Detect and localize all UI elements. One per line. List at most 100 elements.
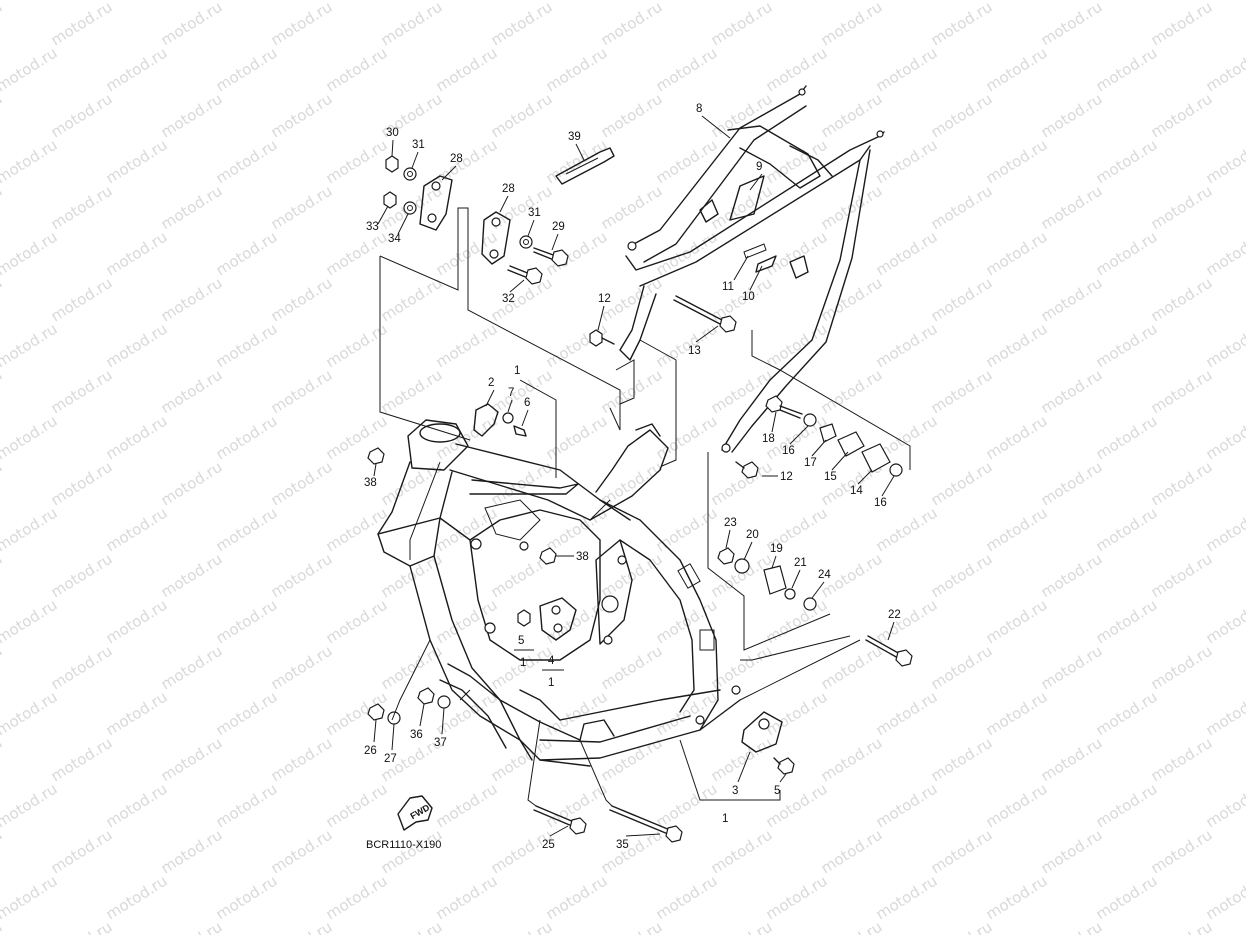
watermark-text: motod.ru [213, 136, 281, 188]
watermark-text: motod.ru [103, 228, 171, 280]
callout-layer: 30 31 28 33 34 39 28 31 29 32 8 9 11 10 … [364, 103, 901, 851]
watermark-text: motod.ru [103, 44, 171, 96]
watermark-text: motod.ru [1038, 366, 1106, 418]
watermark-text: motod.ru [763, 320, 831, 372]
watermark-text: motod.ru [928, 734, 996, 786]
callout-22: 22 [888, 609, 901, 621]
watermark-text: motod.ru [1203, 320, 1246, 372]
watermark-text: motod.ru [928, 274, 996, 326]
callout-8: 8 [696, 103, 702, 115]
small-parts [367, 147, 913, 843]
callout-38: 38 [364, 477, 377, 489]
watermark-text: motod.ru [488, 826, 556, 878]
watermark-text: motod.ru [1203, 872, 1246, 924]
watermark-text: motod.ru [983, 320, 1051, 372]
watermark-text: motod.ru [0, 366, 5, 418]
watermark-text: motod.ru [983, 780, 1051, 832]
callout-21: 21 [794, 557, 807, 569]
watermark-text: motod.ru [378, 826, 446, 878]
watermark-text: motod.ru [928, 182, 996, 234]
watermark-text: motod.ru [818, 274, 886, 326]
watermark-text: motod.ru [48, 0, 116, 49]
watermark-text: motod.ru [983, 412, 1051, 464]
watermark-text: motod.ru [543, 228, 611, 280]
watermark-text: motod.ru [268, 458, 336, 510]
watermark-text: motod.ru [213, 872, 281, 924]
watermark-text: motod.ru [433, 504, 501, 556]
watermark-text: motod.ru [158, 182, 226, 234]
watermark-text: motod.ru [433, 44, 501, 96]
watermark-text: motod.ru [873, 596, 941, 648]
watermark-text: motod.ru [543, 44, 611, 96]
watermark-text: motod.ru [543, 872, 611, 924]
watermark-text: motod.ru [1093, 44, 1161, 96]
watermark-text: motod.ru [1203, 688, 1246, 740]
watermark-text: motod.ru [378, 642, 446, 694]
watermark-text: motod.ru [48, 734, 116, 786]
callout-4: 4 [548, 655, 555, 667]
callout-1: 1 [722, 813, 728, 825]
watermark-text: motod.ru [983, 0, 1051, 3]
watermark-text: motod.ru [653, 136, 721, 188]
callout-13: 13 [688, 345, 701, 357]
callout-1: 1 [520, 657, 526, 669]
watermark-text: motod.ru [598, 918, 666, 935]
watermark-text: motod.ru [268, 90, 336, 142]
watermark-text: motod.ru [543, 0, 611, 3]
callout-32: 32 [502, 293, 515, 305]
watermark-text: motod.ru [268, 550, 336, 602]
watermark-text: motod.ru [983, 872, 1051, 924]
watermark-text: motod.ru [598, 550, 666, 602]
watermark-text: motod.ru [0, 0, 5, 49]
watermark-text: motod.ru [488, 918, 556, 935]
callout-27: 27 [384, 753, 397, 765]
watermark-text: motod.ru [378, 0, 446, 49]
watermark-text: motod.ru [0, 458, 5, 510]
watermark-text: motod.ru [48, 826, 116, 878]
watermark-text: motod.ru [323, 44, 391, 96]
watermark-text: motod.ru [873, 228, 941, 280]
rear-subframe [619, 85, 885, 453]
watermark-text: motod.ru [158, 0, 226, 49]
watermark-text: motod.ru [378, 918, 446, 935]
watermark-text: motod.ru [983, 228, 1051, 280]
watermark-text: motod.ru [213, 688, 281, 740]
watermark-text: motod.ru [983, 596, 1051, 648]
watermark-text: motod.ru [488, 0, 556, 49]
watermark-text: motod.ru [1148, 90, 1216, 142]
watermark-text: motod.ru [598, 642, 666, 694]
diagram-code: BCR1110-X190 [366, 839, 441, 851]
watermark-text: motod.ru [488, 366, 556, 418]
watermark-text: motod.ru [873, 0, 941, 3]
callout-35: 35 [616, 839, 629, 851]
watermark-text: motod.ru [1093, 228, 1161, 280]
watermark-text: motod.ru [103, 412, 171, 464]
watermark-text: motod.ru [983, 688, 1051, 740]
watermark-text: motod.ru [1038, 90, 1106, 142]
watermark-text: motod.ru [1093, 412, 1161, 464]
watermark-text: motod.ru [1148, 550, 1216, 602]
watermark-text: motod.ru [763, 872, 831, 924]
callout-16: 16 [874, 497, 887, 509]
watermark-text: motod.ru [928, 0, 996, 49]
watermark-text: motod.ru [103, 504, 171, 556]
watermark-text: motod.ru [213, 412, 281, 464]
watermark-text: motod.ru [1203, 228, 1246, 280]
watermark-text: motod.ru [928, 642, 996, 694]
watermark-text: motod.ru [1148, 918, 1216, 935]
watermark-text: motod.ru [1038, 826, 1106, 878]
callout-26: 26 [364, 745, 377, 757]
watermark-text: motod.ru [543, 136, 611, 188]
watermark-text: motod.ru [488, 90, 556, 142]
watermark-text: motod.ru [708, 90, 776, 142]
callout-30: 30 [386, 127, 399, 139]
watermark-text: motod.ru [268, 826, 336, 878]
callout-9: 9 [756, 161, 762, 173]
watermark-text: motod.ru [763, 780, 831, 832]
callout-23: 23 [724, 517, 737, 529]
watermark-text: motod.ru [0, 274, 5, 326]
watermark-text: motod.ru [213, 44, 281, 96]
watermark-text: motod.ru [158, 918, 226, 935]
watermark-text: motod.ru [323, 136, 391, 188]
watermark-text: motod.ru [818, 642, 886, 694]
